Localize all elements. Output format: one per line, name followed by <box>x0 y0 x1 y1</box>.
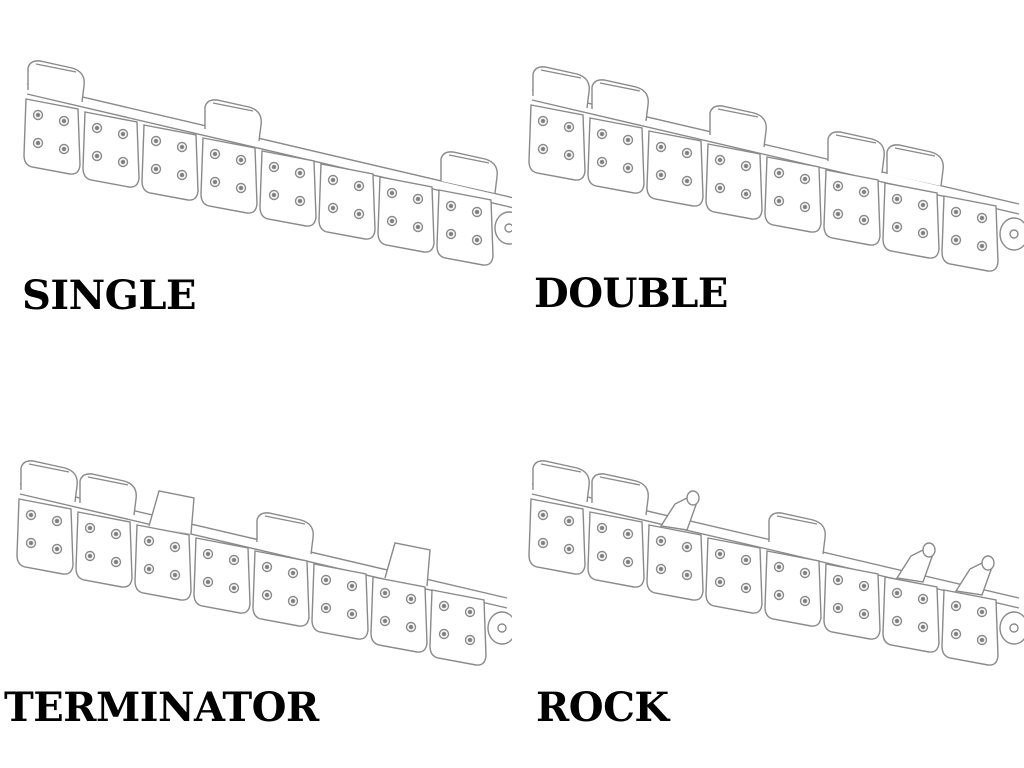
single-chain-drawing <box>23 60 512 266</box>
terminator-chain-drawing <box>16 460 512 666</box>
label-rock: ROCK <box>536 684 669 731</box>
double-chain-drawing <box>528 66 1024 272</box>
panel-double: DOUBLE <box>512 0 1024 384</box>
panel-single: SINGLE <box>0 0 512 384</box>
label-terminator: TERMINATOR <box>4 684 319 731</box>
panel-terminator: TERMINATOR <box>0 384 512 768</box>
rock-chain-drawing <box>528 460 1024 666</box>
label-single: SINGLE <box>22 272 196 319</box>
label-double: DOUBLE <box>534 270 728 317</box>
panel-rock: ROCK <box>512 384 1024 768</box>
